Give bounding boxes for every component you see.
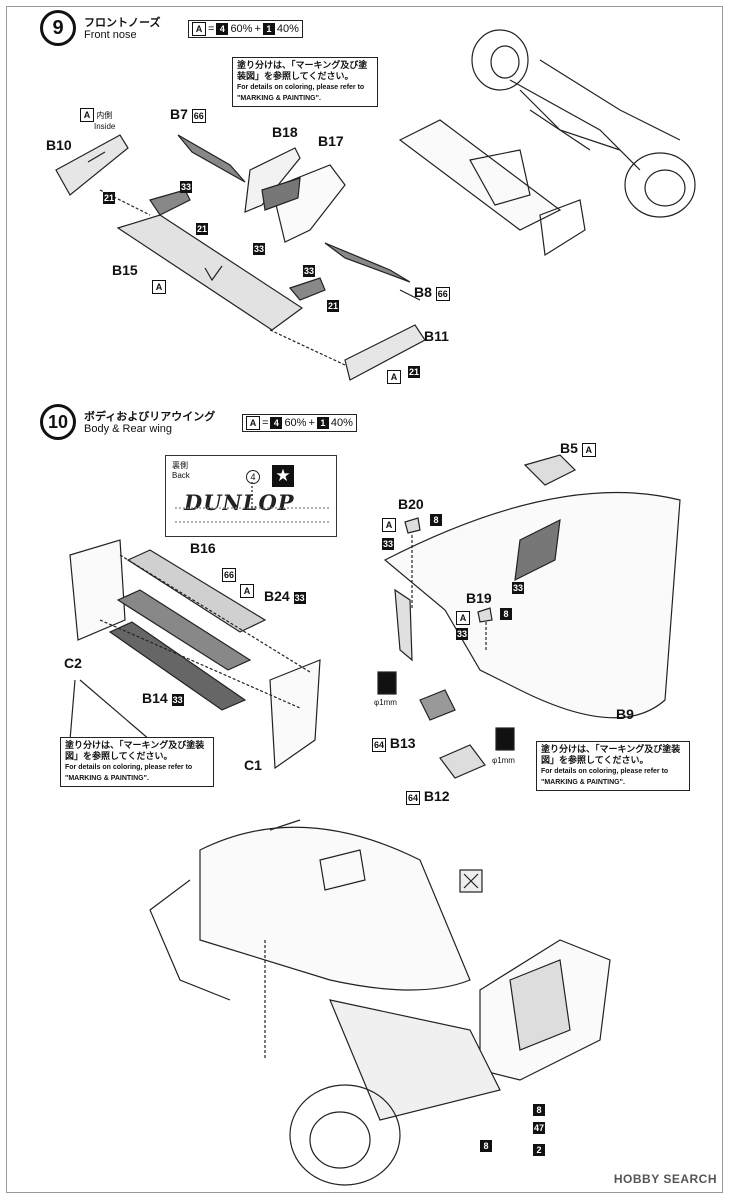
step9-title-en: Front nose <box>84 29 137 41</box>
part-b20: B20 <box>398 496 424 512</box>
part-b14: B14 33 <box>142 690 184 706</box>
part-b17: B17 <box>318 133 344 149</box>
code-21-b: 21 <box>196 223 208 235</box>
part-b13: 64 B13 <box>372 735 416 752</box>
part-b16: B16 <box>190 540 216 556</box>
code-33-b19: 33 <box>456 628 468 640</box>
part-c2: C2 <box>64 655 82 671</box>
dunlop-decal: DUNLOP <box>184 490 295 515</box>
star-decal-icon: ★ <box>272 465 294 487</box>
code-33-a: 33 <box>180 181 192 193</box>
code-a-b16: A <box>240 584 254 598</box>
step10-number: 10 <box>40 404 76 440</box>
code-a-b20: A <box>382 518 396 532</box>
part-b19: B19 <box>466 590 492 606</box>
drill-size-right: φ1mm <box>492 756 515 765</box>
step9-title-jp: フロントノーズ <box>84 17 161 29</box>
part-b5: B5 A <box>560 440 596 457</box>
code-33-b: 33 <box>253 243 265 255</box>
step10-title-en: Body & Rear wing <box>84 423 173 435</box>
part-b15: B15 <box>112 262 138 278</box>
code-8-bottom-a: 8 <box>533 1104 545 1116</box>
code-a-b11: A <box>387 370 401 384</box>
code-21-a: 21 <box>103 192 115 204</box>
step9-coloring-note: 塗り分けは、「マーキング及び塗装図」を参照してください。 For details… <box>232 57 378 107</box>
part-b7: B7 66 <box>170 106 206 123</box>
part-b18: B18 <box>272 124 298 140</box>
part-b11: B11 <box>424 328 449 344</box>
code-33-b20: 33 <box>382 538 394 550</box>
code-2-bottom: 2 <box>533 1144 545 1156</box>
watermark: HOBBY SEARCH <box>613 1172 717 1186</box>
drill-size-left: φ1mm <box>374 698 397 707</box>
code-47-bottom: 47 <box>533 1122 545 1134</box>
step10-title-jp: ボディおよびリアウイング <box>84 411 216 423</box>
code-a-b15: A <box>152 280 166 294</box>
decal-back-box <box>165 455 337 537</box>
step9-number: 9 <box>40 10 76 46</box>
part-c1: C1 <box>244 757 262 773</box>
code-8-bottom-b: 8 <box>480 1140 492 1152</box>
step10-coloring-note-right: 塗り分けは、「マーキング及び塗装図」を参照してください。 For details… <box>536 741 690 791</box>
part-b10: B10 <box>46 137 72 153</box>
part-b24: B24 33 <box>264 588 306 604</box>
code-a-b19: A <box>456 611 470 625</box>
code-33-c: 33 <box>303 265 315 277</box>
part-b8: B8 66 <box>414 284 450 301</box>
part-b9: B9 <box>616 706 634 722</box>
code-8-b20: 8 <box>430 514 442 526</box>
inside-label: A 内側 Inside <box>80 108 115 131</box>
code-66-b16: 66 <box>222 568 236 582</box>
code-8-b19: 8 <box>500 608 512 620</box>
code-21-d: 21 <box>408 366 420 378</box>
part-b12: 64 B12 <box>406 788 450 805</box>
page-frame <box>6 6 723 1193</box>
code-21-c: 21 <box>327 300 339 312</box>
decal-number: 4 <box>246 470 260 484</box>
code-33-body: 33 <box>512 582 524 594</box>
step10-coloring-note-left: 塗り分けは、「マーキング及び塗装図」を参照してください。 For details… <box>60 737 214 787</box>
